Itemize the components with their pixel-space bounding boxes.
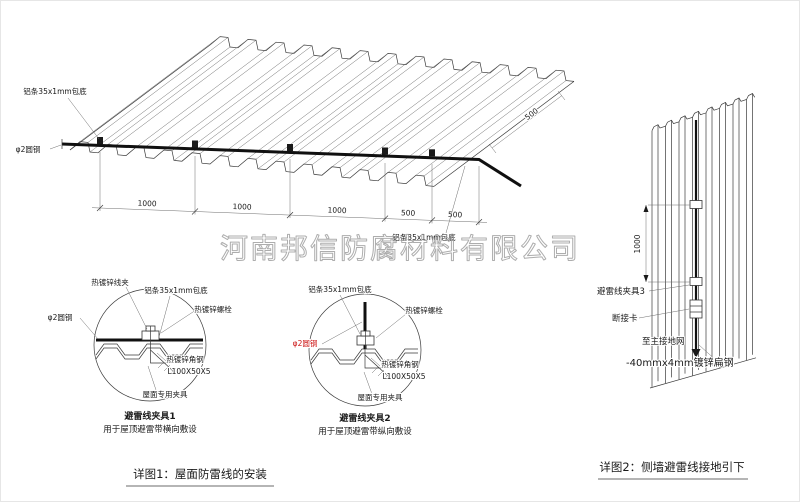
label-roof-clamp-d1: 屋面专用夹具 (143, 389, 188, 399)
dim-chain-line (91, 207, 488, 223)
label-disconnect: 断接卡 (612, 313, 638, 324)
label-wire-clip: 热镀锌线夹 (91, 277, 129, 287)
label-alu-strip-right: 铝条35x1mm包底 (392, 232, 456, 242)
dim-500-a: 500 (401, 208, 416, 218)
dim-500-b: 500 (448, 210, 463, 220)
dim-1000-a: 1000 (137, 199, 157, 209)
wall-side-view: 1000 避雷线夹具3 断接卡 至主接地网 -40mmx4mm镀锌扁钢 (596, 93, 757, 389)
label-flat-steel: -40mmx4mm镀锌扁钢 (626, 356, 734, 369)
label-round-steel-d2: φ2圆钢 (293, 338, 318, 348)
label-angle-spec-d2: L100X50X5 (382, 372, 425, 381)
detail1-title: 避雷线夹具1 (124, 410, 175, 422)
label-roof-clamp-d2: 屋面专用夹具 (358, 392, 403, 402)
label-angle-spec-d1: L100X50X5 (167, 367, 210, 376)
leader-round-steel (49, 144, 62, 150)
dim-ticks (96, 204, 483, 226)
wall-clamp-upper (689, 200, 703, 209)
angle-steel (150, 326, 176, 372)
label-to-ground: 至主接地网 (642, 336, 685, 347)
label-alu-strip-top: 铝条35x1mm包底 (23, 86, 87, 96)
leader-alu-top (67, 97, 100, 140)
ground-arrowhead (691, 349, 701, 358)
detail1-drawing: 热镀锌线夹 铝条35x1mm包底 热镀锌螺栓 φ2圆钢 热镀锌角钢 L100X5… (47, 276, 234, 436)
detail2-drawing: 铝条35x1mm包底 热镀锌螺栓 φ2圆钢 热镀锌角钢 L100X50X5 屋面… (292, 283, 445, 438)
wire-clamp-marks (97, 137, 435, 157)
roof-side-edges (69, 44, 575, 187)
label-clamp3: 避雷线夹具3 (597, 286, 645, 297)
label-alu-strip-d2: 铝条35x1mm包底 (308, 284, 372, 294)
wall-bottom-edge (649, 357, 757, 389)
roof-ridge-lines (79, 36, 567, 186)
detail2-circle (308, 293, 422, 407)
detail2-subtitle: 用于屋顶避雷带纵向敷设 (318, 426, 412, 437)
label-bolt-d1: 热镀锌螺栓 (194, 304, 232, 314)
wall-dim-1000: 1000 (633, 234, 642, 253)
label-round-steel-roof: φ2圆钢 (16, 144, 41, 154)
hatching (157, 361, 177, 375)
detail1-subtitle: 用于屋顶避雷带横向敷设 (103, 424, 197, 435)
wall-leaders (638, 284, 719, 363)
lightning-wire (61, 142, 522, 188)
disconnect-card-bolts (690, 305, 702, 313)
roof-isometric-view: 1000 1000 1000 500 500 500 铝条35x1mm包底 φ2… (15, 36, 575, 243)
dim-1000-c: 1000 (327, 205, 347, 215)
wall-dim-lines (645, 204, 690, 283)
dim-edge-line (488, 90, 566, 154)
label-angle-steel-d2: 热镀锌角钢 (381, 359, 419, 369)
company-watermark: 河南邦信防腐材料有限公司 (220, 232, 580, 265)
hatching-2 (371, 366, 391, 380)
dim-extension-lines (99, 152, 480, 225)
caption-detail1: 详图1：屋面防雷线的安装 (133, 467, 267, 481)
label-round-steel-d1: φ2圆钢 (48, 312, 73, 322)
caption-detail2: 详图2：侧墙避雷线接地引下 (599, 460, 744, 474)
label-angle-steel-d1: 热镀锌角钢 (166, 354, 204, 364)
wall-corrugation-lines (651, 93, 753, 387)
leader-alu-right (445, 165, 466, 234)
corrugation-profile (95, 343, 203, 360)
detail2-leaders (321, 294, 407, 395)
angle-steel-2 (364, 331, 391, 377)
wall-top-edge (651, 93, 756, 131)
detail2-title: 避雷线夹具2 (339, 412, 390, 424)
detail1-leaders (79, 286, 197, 391)
wall-clamp-lower (689, 277, 703, 286)
label-alu-strip-d1: 铝条35x1mm包底 (144, 285, 208, 295)
detail1-circle (93, 288, 207, 402)
label-bolt-d2: 热镀锌螺栓 (405, 305, 443, 315)
dim-1000-b: 1000 (232, 202, 252, 212)
disconnect-card (689, 299, 703, 319)
